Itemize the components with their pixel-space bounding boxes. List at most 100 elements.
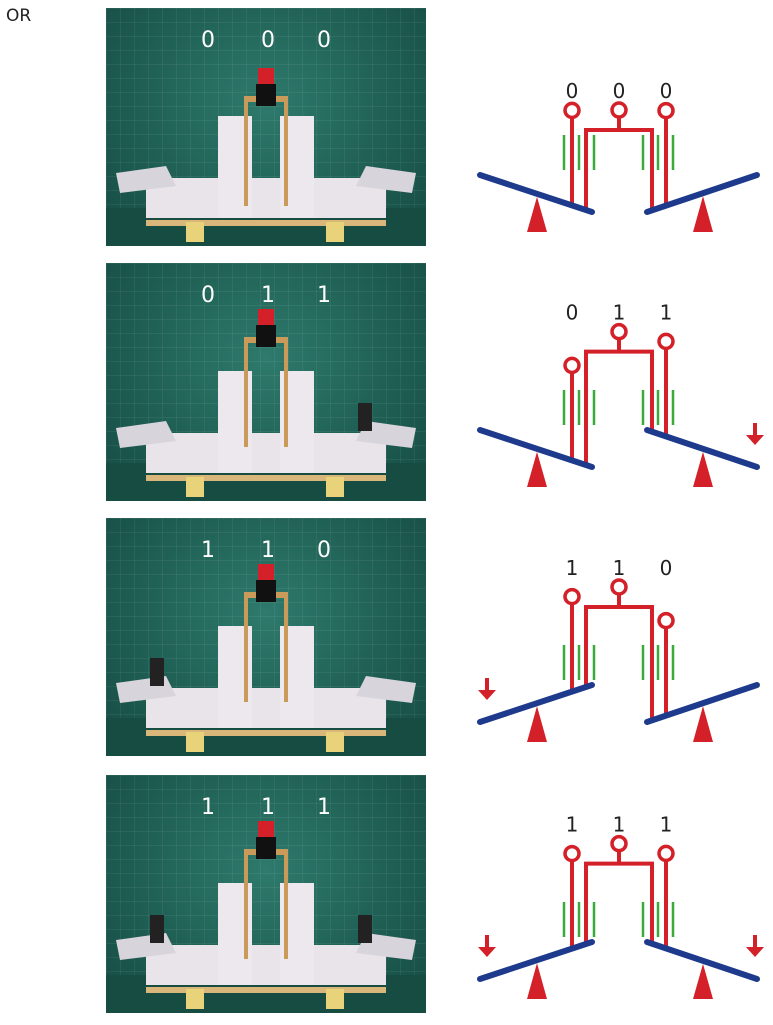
logic-diagram: 1 1 0 — [477, 556, 760, 742]
red-clip — [258, 68, 274, 84]
photo-digit-label: 1 — [261, 538, 275, 563]
base-box — [146, 945, 386, 985]
wood-base — [146, 730, 386, 736]
tape-left — [186, 989, 204, 1009]
or-label: OR — [6, 6, 32, 26]
photo-digit-label: 1 — [317, 283, 331, 308]
bridge-leg-right — [284, 592, 288, 702]
photo-digit-label: 0 — [317, 28, 331, 53]
tape-left — [186, 222, 204, 242]
bridge-leg-right — [284, 849, 288, 959]
mechanism-photo: 1 1 0 — [106, 518, 426, 756]
right-seesaw — [644, 172, 760, 215]
binder-clip — [256, 837, 276, 859]
red-clip — [258, 564, 274, 580]
tape-right — [326, 477, 344, 497]
mechanism-photo: 0 1 1 — [106, 263, 426, 501]
diagram-digit-label: 1 — [566, 556, 579, 580]
diagram-digit-label: 1 — [613, 556, 626, 580]
bridge — [584, 861, 654, 944]
bridge-leg-left — [244, 337, 248, 447]
left-pivot-triangle — [527, 706, 547, 742]
down-arrow-left-icon — [478, 690, 496, 700]
red-clip — [258, 821, 274, 837]
rod-head-circle — [610, 101, 628, 119]
tape-right — [326, 732, 344, 752]
rod-head-circle — [657, 844, 675, 863]
wood-base — [146, 475, 386, 481]
base-box — [146, 178, 386, 218]
tape-right — [326, 222, 344, 242]
left-seesaw — [477, 427, 595, 470]
diagram-digit-label: 0 — [613, 79, 626, 103]
tape-left — [186, 732, 204, 752]
left-arm — [116, 421, 176, 448]
diagram-digit-label: 0 — [660, 556, 673, 580]
rod-head-circle — [657, 611, 675, 630]
photo-digit-label: 1 — [201, 795, 215, 820]
weight-clip-right — [358, 403, 372, 431]
right-seesaw — [644, 682, 760, 725]
rod-head-circle — [563, 101, 581, 120]
logic-diagram: 0 1 1 — [477, 301, 764, 487]
diagram-digit-label: 1 — [660, 301, 673, 325]
left-seesaw — [477, 682, 595, 725]
rod-head-circle — [610, 322, 628, 341]
right-seesaw — [644, 939, 760, 982]
weight-clip-left — [150, 658, 164, 686]
diagram-digit-label: 0 — [660, 79, 673, 103]
diagram-digit-label: 0 — [566, 79, 579, 103]
right-pivot-triangle — [693, 196, 713, 232]
left-seesaw — [477, 172, 595, 215]
photo-digit-label: 1 — [317, 795, 331, 820]
state-row: 0 1 1 0 1 1 — [0, 263, 773, 513]
right-seesaw — [644, 427, 760, 470]
photo-digit-label: 0 — [201, 283, 215, 308]
bridge-leg-left — [244, 96, 248, 206]
left-pivot-triangle — [527, 451, 547, 487]
weight-clip-left — [150, 915, 164, 943]
bridge-leg-right — [284, 96, 288, 206]
binder-clip — [256, 84, 276, 106]
right-pivot-triangle — [693, 706, 713, 742]
down-arrow-left-icon — [478, 947, 496, 957]
diagram-digit-label: 1 — [660, 813, 673, 837]
right-arm — [356, 676, 416, 703]
photo-digit-label: 0 — [317, 538, 331, 563]
diagram-digit-label: 1 — [613, 301, 626, 325]
rod-head-circle — [563, 356, 581, 375]
left-pivot-triangle — [527, 963, 547, 999]
right-pivot-triangle — [693, 963, 713, 999]
photo-digit-label: 0 — [201, 28, 215, 53]
tape-left — [186, 477, 204, 497]
rod-head-circle — [657, 332, 675, 351]
diagram-digit-label: 1 — [566, 813, 579, 837]
weight-clip-right — [358, 915, 372, 943]
diagram-digit-label: 0 — [566, 301, 579, 325]
state-row: 1 1 0 1 1 0 — [0, 518, 773, 768]
right-arm — [356, 166, 416, 193]
rod-head-circle — [610, 578, 628, 596]
base-box — [146, 688, 386, 728]
bridge-leg-left — [244, 849, 248, 959]
left-pivot-triangle — [527, 196, 547, 232]
rod-head-circle — [610, 834, 628, 853]
binder-clip — [256, 580, 276, 602]
right-pivot-triangle — [693, 451, 713, 487]
base-box — [146, 433, 386, 473]
bridge — [584, 349, 654, 466]
down-arrow-right-icon — [746, 435, 764, 445]
rod-head-circle — [563, 587, 581, 606]
wood-base — [146, 987, 386, 993]
rod-head-circle — [563, 844, 581, 863]
photo-digit-label: 1 — [261, 283, 275, 308]
bridge-leg-right — [284, 337, 288, 447]
photo-digit-label: 1 — [201, 538, 215, 563]
bridge-leg-left — [244, 592, 248, 702]
wood-base — [146, 220, 386, 226]
